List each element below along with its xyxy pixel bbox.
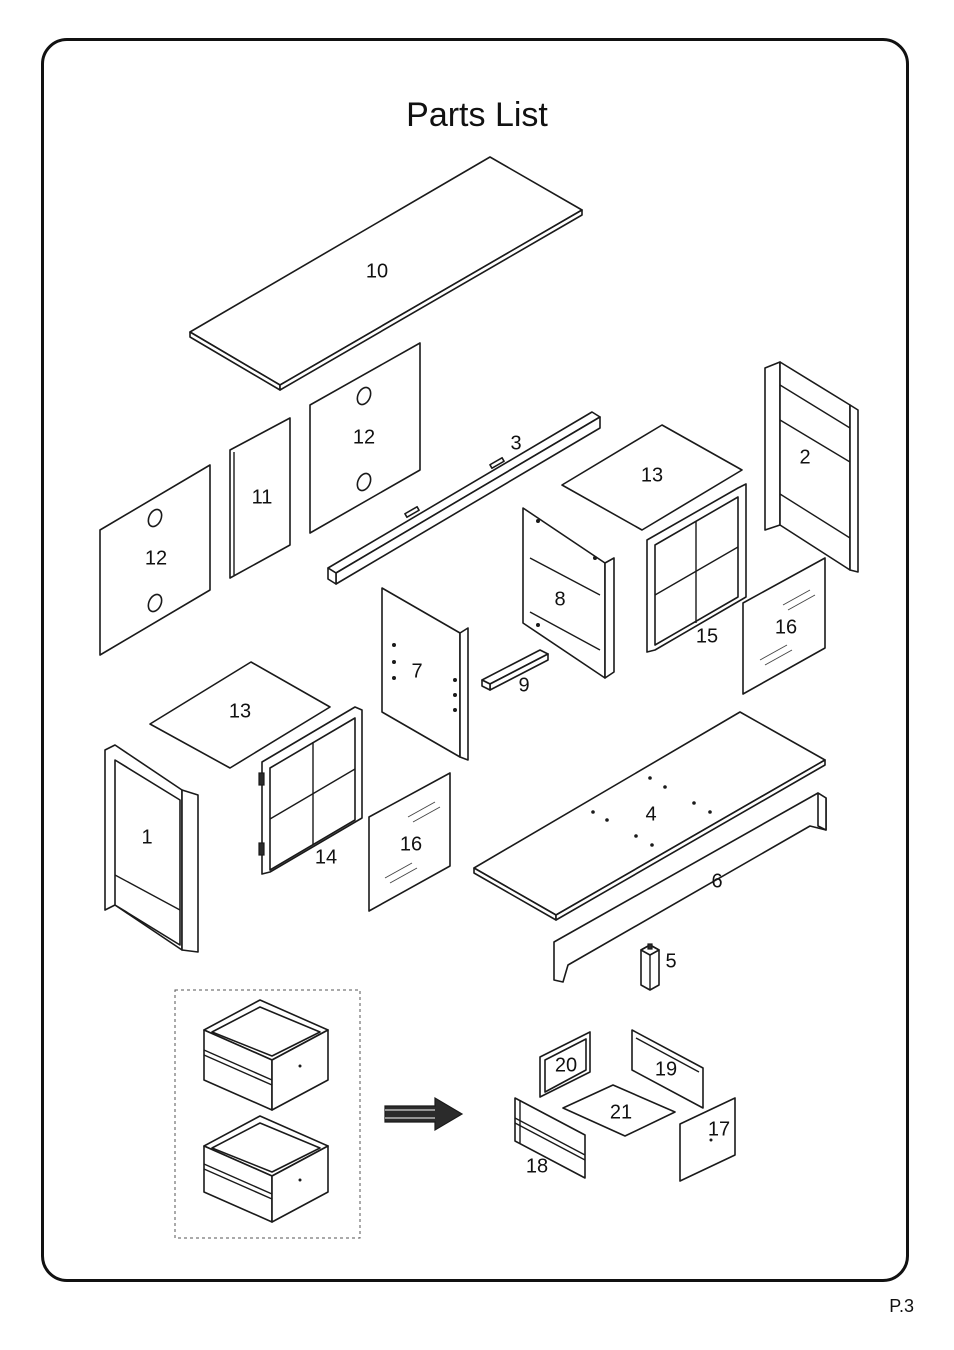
part-6-apron: 6 xyxy=(553,792,827,983)
page-number: P.3 xyxy=(889,1296,914,1316)
part-10-top-panel: 10 xyxy=(189,156,583,391)
part-21-drawer-bottom: 21 xyxy=(562,1084,676,1137)
label-part-15: 15 xyxy=(696,625,718,647)
part-9-bar: 9 xyxy=(481,649,549,696)
label-part-13-right: 13 xyxy=(641,464,663,486)
part-12-back-panel-right: 12 xyxy=(309,342,421,534)
drawer-assembled-top xyxy=(203,999,329,1111)
label-part-1: 1 xyxy=(141,826,152,848)
label-part-2: 2 xyxy=(799,446,810,468)
label-part-4: 4 xyxy=(645,803,656,825)
label-part-3: 3 xyxy=(510,432,521,454)
part-5-leg: 5 xyxy=(640,943,677,991)
part-20-drawer-back: 20 xyxy=(539,1031,591,1098)
part-12-back-panel-left: 12 xyxy=(99,464,211,656)
part-13-shelf-left: 13 xyxy=(149,661,331,769)
label-part-18: 18 xyxy=(526,1155,548,1177)
part-1-side-panel-left: 1 xyxy=(104,744,199,953)
label-part-20: 20 xyxy=(555,1054,577,1076)
label-part-12-left: 12 xyxy=(145,547,167,569)
label-part-10: 10 xyxy=(366,260,388,282)
part-2-side-panel-right: 2 xyxy=(764,361,859,573)
label-part-5: 5 xyxy=(665,950,676,972)
part-16-glass-right: 16 xyxy=(742,557,826,695)
label-part-16-right: 16 xyxy=(775,616,797,638)
part-13-shelf-right: 13 xyxy=(561,424,743,531)
label-part-9: 9 xyxy=(518,674,529,696)
part-15-door-right: 15 xyxy=(646,483,747,653)
label-part-16-left: 16 xyxy=(400,833,422,855)
arrow-right-icon xyxy=(384,1096,464,1132)
part-18-drawer-front: 18 xyxy=(514,1097,586,1179)
part-17-drawer-side: 17 xyxy=(679,1097,736,1182)
diagram-frame xyxy=(41,38,909,1282)
label-part-21: 21 xyxy=(610,1101,632,1123)
part-16-glass-left: 16 xyxy=(368,772,451,912)
part-8-partition: 8 xyxy=(522,507,615,679)
part-4-bottom-panel: 4 xyxy=(473,711,826,921)
part-19-drawer-side: 19 xyxy=(631,1029,704,1109)
part-3-rail: 3 xyxy=(327,411,601,585)
label-part-11: 11 xyxy=(252,486,273,508)
page-title: Parts List xyxy=(406,96,548,134)
label-part-17: 17 xyxy=(708,1118,730,1140)
part-14-door-left: 14 xyxy=(258,706,363,875)
label-part-12-right: 12 xyxy=(353,426,375,448)
label-part-8: 8 xyxy=(554,588,565,610)
label-part-6: 6 xyxy=(711,870,722,892)
label-part-13-left: 13 xyxy=(229,700,251,722)
label-part-7: 7 xyxy=(411,660,422,682)
assembled-drawers-group xyxy=(174,989,361,1239)
label-part-19: 19 xyxy=(655,1058,677,1080)
part-11-back-panel-middle: 11 xyxy=(229,417,291,579)
label-part-14: 14 xyxy=(315,846,337,868)
drawer-assembled-bottom xyxy=(203,1115,329,1223)
part-7-partition: 7 xyxy=(381,587,469,761)
